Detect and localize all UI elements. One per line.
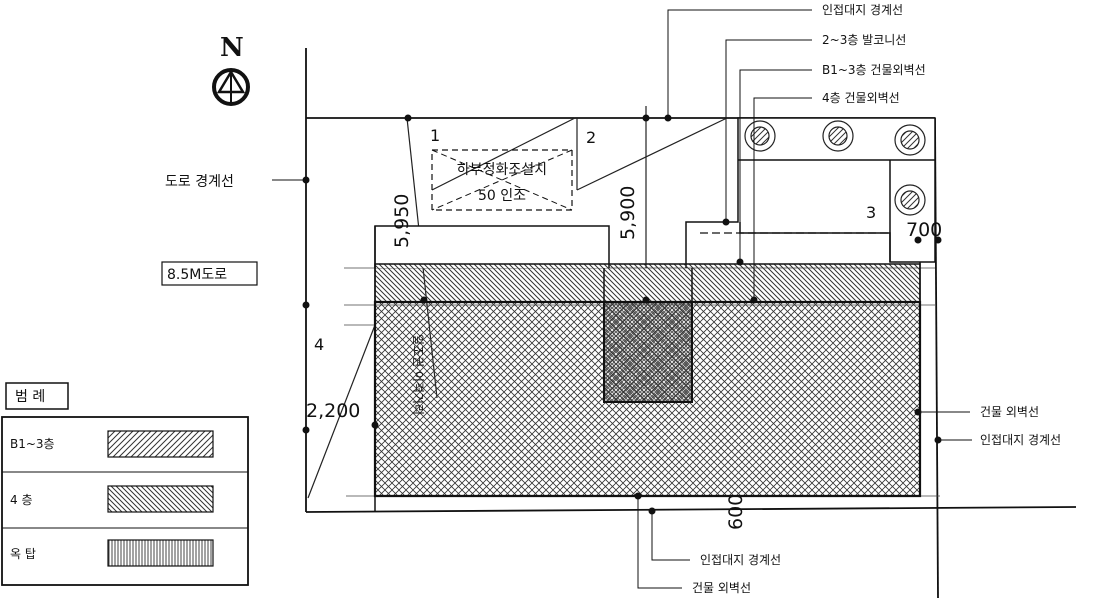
dimension-700: 700 bbox=[906, 219, 942, 241]
road-width-label: 8.5M도로 bbox=[167, 267, 227, 283]
callout-exterior-wall-right: 건물 외벽선 bbox=[980, 405, 1039, 419]
zone-4-label: 4 bbox=[314, 335, 324, 354]
dimension-2200: 2,200 bbox=[306, 400, 360, 422]
zone-3-label: 3 bbox=[866, 203, 876, 222]
callout-exterior-wall-bottom: 건물 외벽선 bbox=[692, 581, 751, 595]
callout-floor4-wall: 4층 건물외벽선 bbox=[822, 91, 900, 105]
septic-tank: 하부정화조설치 50 인조 bbox=[431, 149, 573, 211]
callout-leaders-bottom bbox=[637, 496, 690, 589]
penthouse-block bbox=[603, 301, 693, 403]
callout-adjacent-boundary-top: 인접대지 경계선 bbox=[822, 3, 903, 17]
tree-icon bbox=[822, 120, 854, 152]
legend-swatch-penthouse bbox=[107, 539, 214, 567]
legend-row-1-label: B1~3층 bbox=[10, 437, 55, 451]
legend-title: 범 례 bbox=[15, 389, 45, 405]
road-width-box bbox=[161, 261, 258, 286]
callout-leaders-right bbox=[918, 411, 972, 441]
callout-adjacent-boundary-bottom: 인접대지 경계선 bbox=[700, 553, 781, 567]
callout-adjacent-boundary-right: 인접대지 경계선 bbox=[980, 433, 1061, 447]
zone-2-label: 2 bbox=[586, 128, 596, 147]
north-arrow: N bbox=[212, 33, 250, 106]
callout-leaders-top bbox=[667, 9, 812, 300]
tree-icon bbox=[744, 120, 776, 152]
legend-row-2-label: 4 층 bbox=[10, 493, 33, 507]
dimension-5950: 5,950 bbox=[391, 194, 413, 248]
septic-label-2: 50 인조 bbox=[478, 188, 526, 204]
tree-icon bbox=[894, 124, 926, 156]
legend-title-box bbox=[5, 382, 69, 410]
wall-extensions bbox=[374, 226, 921, 512]
legend-swatch-b1-3 bbox=[107, 430, 214, 458]
legend-row-3-label: 옥 탑 bbox=[10, 547, 36, 561]
zone-1-label: 1 bbox=[430, 126, 440, 145]
dimension-600: 600 bbox=[725, 494, 747, 530]
road-boundary-label: 도로 경계선 bbox=[165, 174, 234, 190]
north-label: N bbox=[220, 33, 244, 63]
tree-icon bbox=[894, 184, 926, 216]
callout-balcony-line: 2~3층 발코니선 bbox=[822, 33, 906, 47]
legend-swatch-4f bbox=[107, 485, 214, 513]
dimension-5900: 5,900 bbox=[617, 186, 639, 240]
separation-label: 일조권 이격거리 bbox=[411, 334, 425, 415]
trees bbox=[744, 120, 926, 216]
septic-label-1: 하부정화조설치 bbox=[457, 162, 547, 178]
callout-b1-3-wall: B1~3층 건물외벽선 bbox=[822, 63, 926, 77]
upper-rooms bbox=[374, 117, 936, 268]
legend: 범 례 B1~3층 4 층 옥 탑 bbox=[1, 382, 249, 586]
floor4-band bbox=[374, 263, 921, 303]
